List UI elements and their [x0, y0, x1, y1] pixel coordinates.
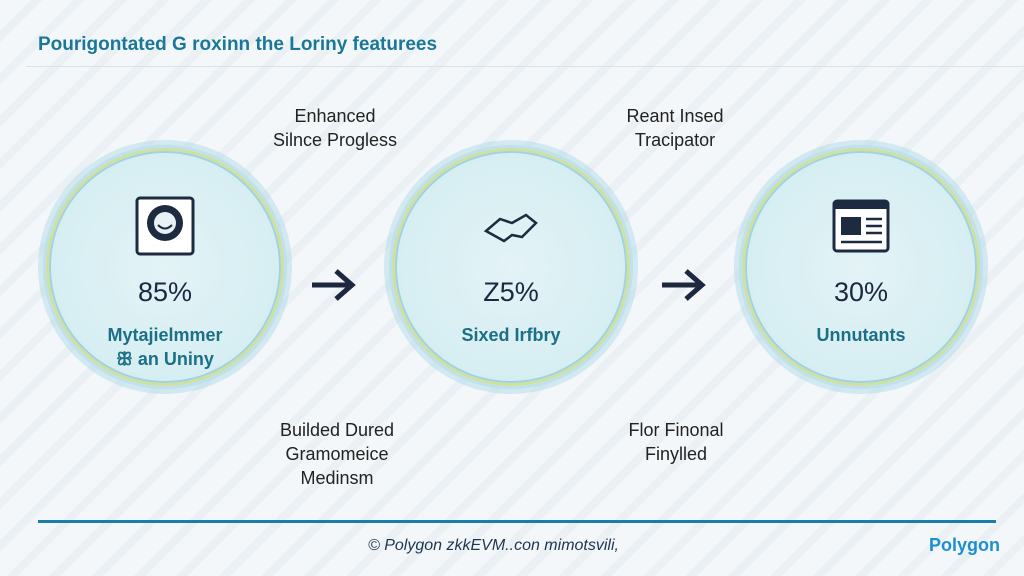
arrow-right-icon [662, 269, 706, 301]
caption-bottom-1: Builded Dured Gramomeice Medinsm [217, 418, 457, 490]
title-divider [26, 66, 1024, 67]
caption-line: Tracipator [634, 130, 716, 150]
step-label: Mytajielmmer ꕥ an Uniny [49, 323, 281, 371]
caption-line: Medinsm [300, 468, 374, 488]
caption-line: Enhanced [294, 106, 376, 126]
caption-line: Reant Insed [626, 106, 724, 126]
step-label: Sixed Irfbry [395, 323, 627, 347]
step-circle-1: 85% Mytajielmmer ꕥ an Uniny [46, 148, 284, 386]
caption-bottom-2: Flor Finonal Finylled [556, 418, 796, 466]
footer-divider [38, 520, 996, 523]
brand-logo: Polygon [929, 535, 1000, 555]
footer-text: © Polygon zkkEVM..con mimotsvili, [368, 537, 619, 554]
caption-line: Finylled [644, 444, 708, 464]
label-line: Mytajielmmer [107, 325, 223, 345]
handshake-icon [483, 213, 538, 243]
caption-line: Flor Finonal [628, 420, 724, 440]
label-line: ꕥ an Uniny [116, 349, 214, 369]
caption-line: Silnce Progless [272, 130, 398, 150]
label-line: Unnutants [816, 325, 906, 345]
caption-top-1: Enhanced Silnce Progless [215, 104, 455, 152]
caption-line: Gramomeice [285, 444, 389, 464]
step-value: 85% [137, 277, 193, 307]
arrow-right-icon [312, 269, 356, 301]
gear-face-icon [135, 196, 195, 256]
step-circle-3: 30% Unnutants [742, 148, 980, 386]
label-line: Sixed Irfbry [461, 325, 561, 345]
caption-top-2: Reant Insed Tracipator [555, 104, 795, 152]
page-title: Pourigontated G roxinn the Loriny featur… [38, 34, 438, 55]
caption-line: Builded Dured [279, 420, 395, 440]
step-circle-2: Z5% Sixed Irfbry [392, 148, 630, 386]
document-screen-icon [832, 199, 890, 253]
step-value: 30% [833, 277, 889, 307]
step-label: Unnutants [745, 323, 977, 347]
step-value: Z5% [483, 277, 539, 307]
